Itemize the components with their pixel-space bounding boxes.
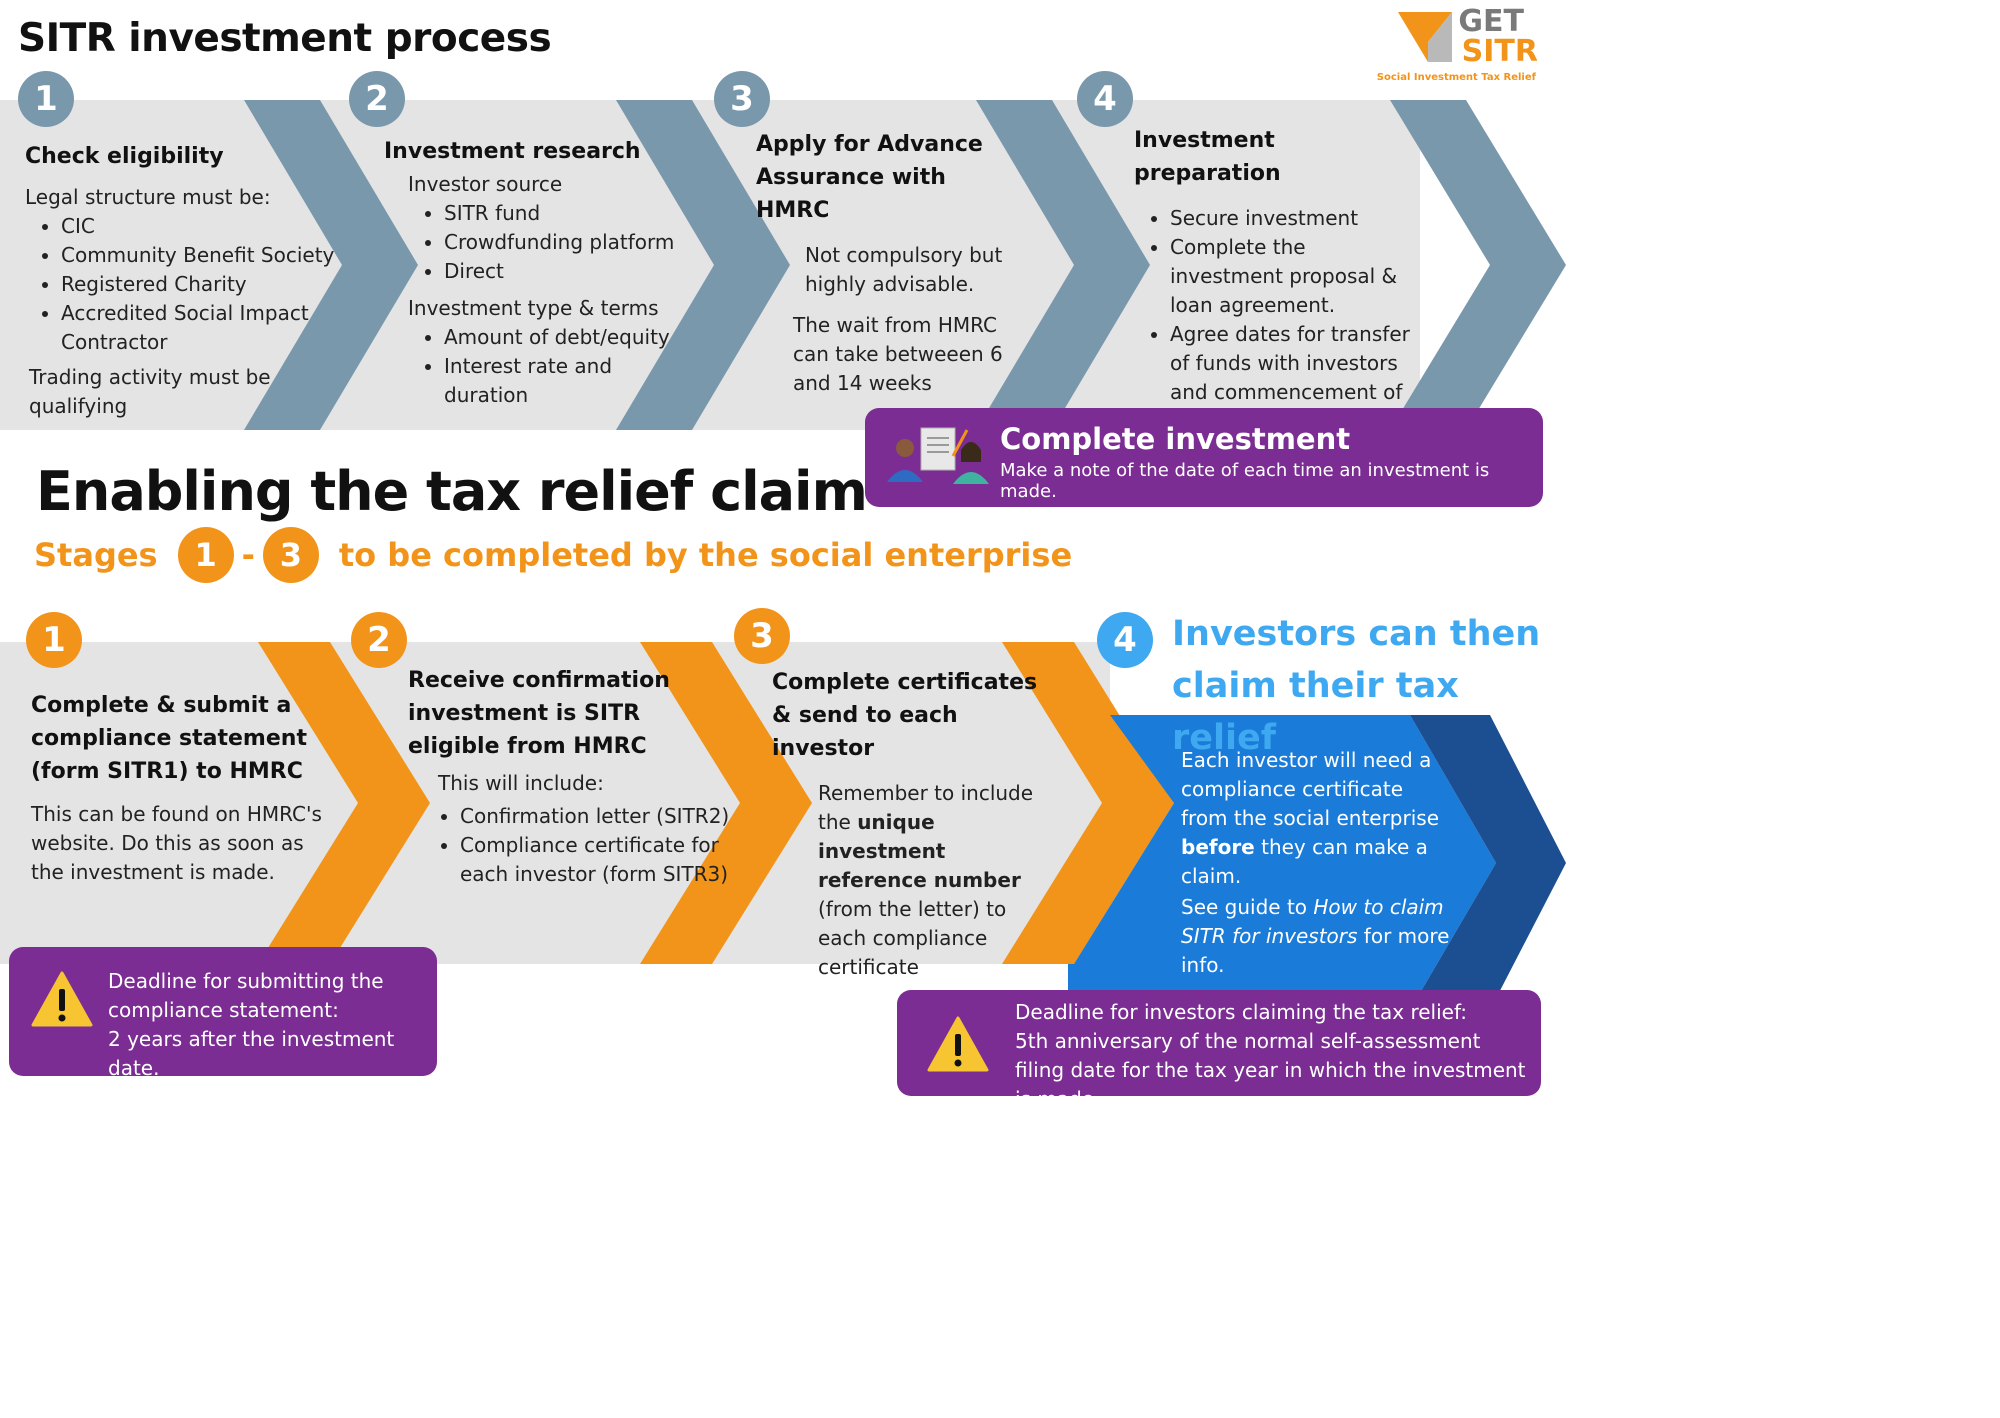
logo-mark-icon [1398,12,1452,62]
bottom-step-4-para1-a: Each investor will need a compliance cer… [1181,748,1440,830]
deadline-2-text: 5th anniversary of the normal self-asses… [1015,1029,1526,1111]
top-step-4: Investment preparation Secure investment… [1134,124,1414,436]
top-step-number-4: 4 [1077,71,1133,127]
top-chevron-4 [1390,100,1566,430]
bottom-step-1-heading: Complete & submit a compliance statement… [31,693,307,784]
warning-icon [31,971,93,1027]
bottom-step-3-text-b: (from the letter) to each compliance cer… [818,897,1007,979]
bottom-chevron-3 [1002,642,1174,964]
list-item: Complete the investment proposal & loan … [1170,233,1420,320]
bottom-step-number-1: 1 [26,612,82,668]
list-item: Accredited Social Impact Contractor [61,299,345,357]
bottom-step-number-4: 4 [1097,612,1153,668]
top-chevron-1 [244,100,418,430]
bottom-step-4-para2-a: See guide to [1181,895,1314,919]
top-chevron-3 [976,100,1150,430]
stages-dash: - [241,536,255,574]
bottom-step-number-3: 3 [734,608,790,664]
top-step-1: Check eligibility Legal structure must b… [25,140,345,421]
logo-sitr-text: SITR [1461,34,1538,69]
list-item: SITR fund [444,199,684,228]
top-step-1-heading: Check eligibility [25,144,224,169]
list-item: Direct [444,257,684,286]
complete-investment-title: Complete investment [1000,422,1351,456]
list-item: Crowdfunding platform [444,228,684,257]
bottom-chevron-2 [640,642,812,964]
bottom-step-2-heading: Receive confirmation investment is SITR … [408,668,670,759]
stages-subtitle: Stages 1 - 3 to be completed by the soci… [34,527,1073,583]
top-step-number-2: 2 [349,71,405,127]
bottom-step-4-para2-b: for more info. [1181,924,1450,977]
warning-icon [927,1016,989,1072]
bottom-step-3-text-bold: unique investment reference number [818,810,1021,892]
page-title: SITR investment process [18,16,552,61]
list-item: Secure investment [1170,204,1420,233]
bottom-step-2: Receive confirmation investment is SITR … [408,664,730,889]
bottom-step-1-text: This can be found on HMRC's website. Do … [31,802,322,884]
stages-prefix: Stages [34,536,158,574]
top-step-3-para1: Not compulsory but highly advisable. [805,243,1003,296]
bottom-step-number-2: 2 [351,612,407,668]
stages-suffix: to be completed by the social enterprise [338,536,1073,574]
top-step-4-heading: Investment preparation [1134,128,1281,186]
bottom-step-1: Complete & submit a compliance statement… [31,689,331,887]
top-step-2: Investment research Investor source SITR… [384,135,684,410]
top-chevron-2 [616,100,790,430]
deadline-box-1: Deadline for submitting the compliance s… [9,947,437,1080]
bottom-step-4-heading: Investors can then claim their tax relie… [1172,614,1541,758]
bottom-step-4-para1: Each investor will need a compliance cer… [1181,746,1451,891]
bottom-step-4-guide-link: How to claim SITR for investors [1181,895,1444,948]
list-item: CIC [61,212,345,241]
investors-document-icon [887,427,989,484]
section-title: Enabling the tax relief claim [36,460,868,523]
background-shapes [0,100,1566,1010]
bottom-step-3-text: Remember to include the unique investmen… [818,779,1050,982]
top-step-number-3: 3 [714,71,770,127]
list-item: Compliance certificate for each investor… [460,831,730,889]
complete-investment-text: Make a note of the date of each time an … [1000,460,1490,502]
bottom-step-4-para2: See guide to How to claim SITR for inves… [1181,893,1451,980]
complete-investment-box: Complete investment Make a note of the d… [865,408,1543,507]
top-step-2-heading: Investment research [384,139,641,164]
stages-circle-3: 3 [262,527,319,583]
list-item: Interest rate and duration [444,352,614,410]
bottom-step-4-para1-b: they can make a claim. [1181,835,1428,888]
deadline-1-text: 2 years after the investment date. [108,1027,395,1080]
bottom-band [0,642,1110,964]
top-step-number-1: 1 [18,71,74,127]
blue-step-panel [1068,715,1496,1010]
bottom-step-3: Complete certificates & send to each inv… [772,666,1062,982]
top-step-3: Apply for Advance Assurance with HMRC No… [756,128,1026,398]
logo-get-text: GET [1458,4,1524,39]
top-step-1-intro: Legal structure must be: [25,185,271,209]
bottom-step-2-intro: This will include: [438,771,604,795]
logo-tagline: Social Investment Tax Relief [1376,72,1536,83]
list-item: Amount of debt/equity [444,323,694,352]
deadline-box-2: Deadline for investors claiming the tax … [897,990,1541,1111]
top-step-1-note: Trading activity must be qualifying [29,365,271,418]
deadline-1-title: Deadline for submitting the compliance s… [108,969,384,1022]
bottom-chevron-1 [258,642,430,964]
deadline-2-title: Deadline for investors claiming the tax … [1015,1000,1468,1024]
bottom-step-4-para1-bold: before [1181,835,1255,859]
top-step-3-para2: The wait from HMRC can take betweeen 6 a… [793,313,1003,395]
top-step-2-intro1: Investor source [408,172,563,196]
top-step-3-heading: Apply for Advance Assurance with HMRC [756,132,983,223]
list-item: Community Benefit Society [61,241,345,270]
bottom-step-3-heading: Complete certificates & send to each inv… [772,670,1038,761]
blue-step-chevron [1410,715,1566,1010]
stages-circle-1: 1 [177,527,234,583]
bottom-step-3-text-a: Remember to include the [818,781,1034,834]
list-item: Confirmation letter (SITR2) [460,802,730,831]
list-item: Registered Charity [61,270,345,299]
top-step-2-intro2: Investment type & terms [408,296,659,320]
